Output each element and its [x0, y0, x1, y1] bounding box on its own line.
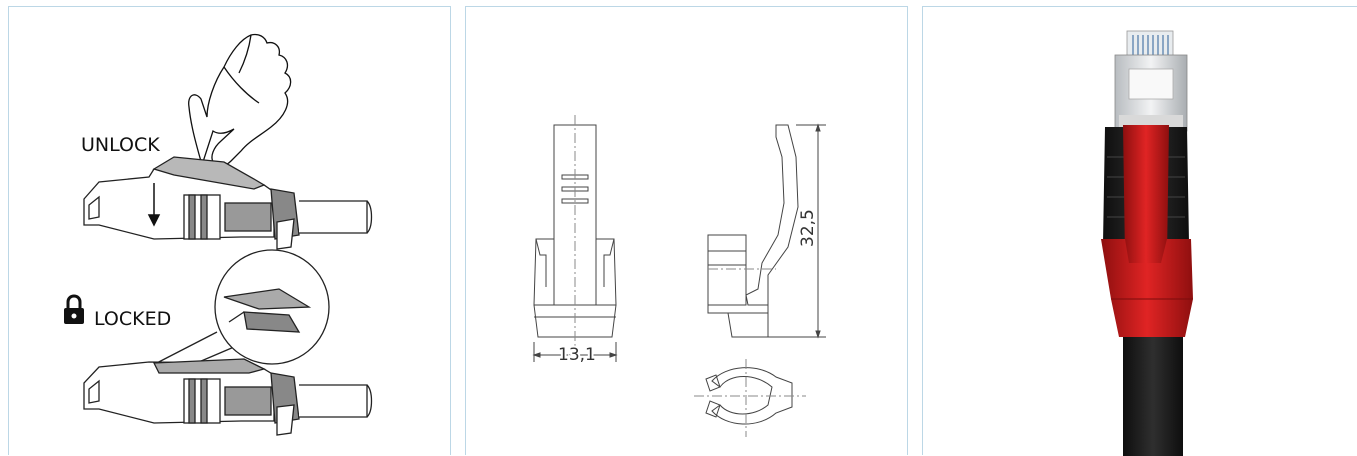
cable [1123, 337, 1183, 456]
locked-label: LOCKED [94, 308, 171, 330]
magnifier-detail [148, 249, 330, 380]
width-label: 13,1 [558, 345, 596, 365]
dimension-drawing: 13,1 32,5 [532, 115, 826, 437]
front-view [532, 115, 618, 362]
unlock-label: UNLOCK [81, 134, 160, 156]
dimension-panel: 13,1 32,5 [465, 6, 908, 455]
height-label: 32,5 [798, 209, 818, 247]
plug-head [1114, 30, 1188, 132]
side-view [707, 123, 826, 339]
product-photo [1101, 30, 1193, 456]
red-latch [1123, 125, 1169, 263]
product-photo-panel [922, 6, 1357, 456]
instruction-panel: UNLOCK LOCKED [8, 6, 451, 455]
instruction-drawing: UNLOCK LOCKED [64, 33, 373, 436]
lock-icon [64, 294, 84, 324]
connector-unlock [83, 156, 373, 250]
down-arrow-icon [147, 183, 161, 227]
hand-icon [188, 33, 292, 168]
top-view [694, 359, 806, 437]
connector-locked [83, 358, 373, 436]
red-sleeve [1101, 239, 1193, 337]
